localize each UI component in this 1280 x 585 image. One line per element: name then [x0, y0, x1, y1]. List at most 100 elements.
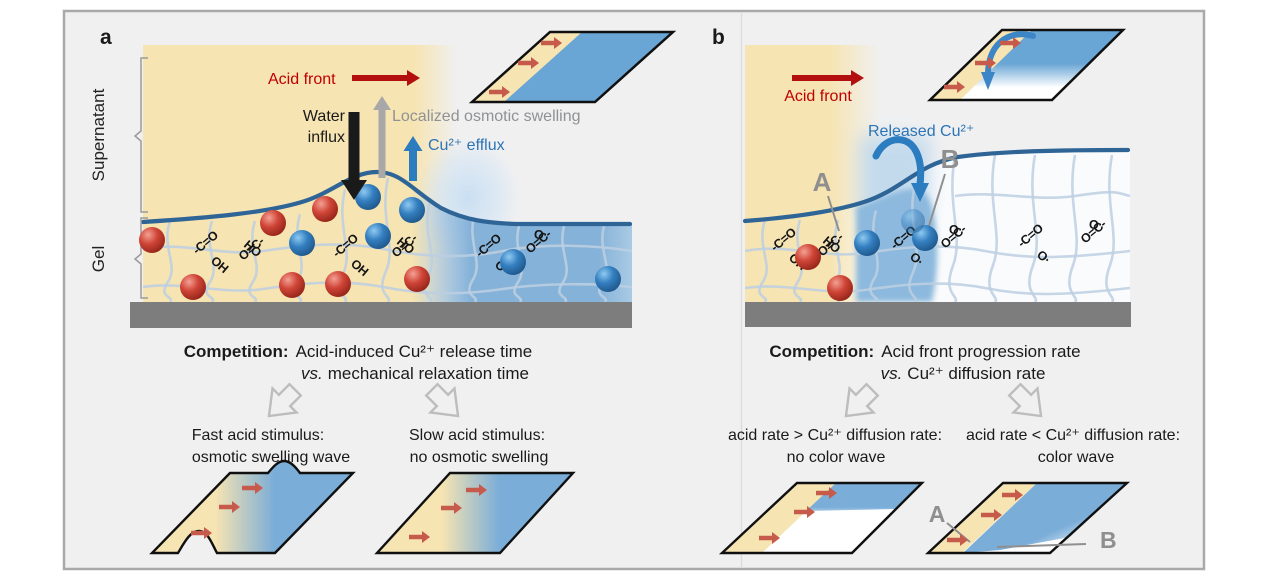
cu-ion-blue-sphere — [289, 230, 315, 256]
cu-ion-blue-sphere — [595, 266, 621, 292]
mesh-line — [468, 211, 478, 302]
outcome-a-left-2: osmotic swelling wave — [192, 449, 350, 466]
water-arrow — [341, 112, 367, 200]
osmotic-arrow — [373, 96, 391, 178]
cu-bound-red-sphere — [279, 272, 305, 298]
cu-ion-blue-sphere — [500, 249, 526, 275]
cu-ion-blue-sphere — [854, 230, 880, 256]
outcome-a-right-2: no osmotic swelling — [410, 449, 549, 466]
outcome-b-right-1: acid rate < Cu²⁺ diffusion rate: — [966, 427, 1180, 444]
mesh-line — [205, 220, 215, 302]
acid-mini-arrow — [219, 501, 240, 513]
chem-fragment: O· — [534, 228, 547, 242]
mesh-line — [248, 220, 258, 302]
cu-ion-blue-sphere — [355, 184, 381, 210]
acid-mini-arrow — [489, 86, 510, 98]
point-b-label: B — [941, 144, 960, 174]
mesh-line — [163, 220, 173, 302]
inset-b-cu-arrow — [985, 31, 1036, 77]
inset-a — [468, 30, 677, 104]
substrate-b — [745, 302, 1131, 327]
substrate-a — [130, 302, 632, 328]
wave-b-label: B — [1100, 527, 1117, 553]
chem-fragment: O· — [1089, 218, 1102, 232]
point-b-leader — [927, 173, 946, 230]
mesh-line — [513, 222, 523, 302]
outcome-b-right-2: color wave — [1038, 449, 1115, 466]
acid-front-label-a: Acid front — [268, 71, 336, 88]
acid_a-arrow — [352, 70, 420, 86]
outcome-b-left-acid-band — [722, 483, 836, 553]
acid-mini-arrow — [541, 37, 562, 49]
competition-a-line1: Competition:Acid-induced Cu²⁺ release ti… — [184, 342, 533, 361]
acid-mini-arrow — [191, 527, 212, 539]
mesh-line — [793, 219, 803, 302]
water-influx-label-2: influx — [308, 129, 345, 146]
cu-bound-red-sphere — [795, 244, 821, 270]
acid-mini-arrow — [1002, 489, 1023, 501]
wave-b-leader — [996, 543, 1087, 548]
acid-mini-arrow — [409, 531, 430, 543]
ion-spheres — [139, 184, 938, 301]
acid-mini-arrow — [518, 57, 539, 69]
acid-mini-arrow — [759, 532, 780, 544]
inset-a-outline — [468, 30, 677, 104]
released-cu-arrowhead — [911, 183, 929, 202]
released-cu-arrow — [872, 136, 925, 188]
inset-b-cu-arrowhead — [981, 72, 995, 90]
mesh-line — [143, 243, 632, 258]
acid_b-arrow — [792, 70, 864, 86]
mesh-line — [381, 177, 391, 302]
acid-mini-arrow — [794, 506, 815, 518]
water-influx-label-1: Water — [303, 108, 346, 125]
cu-bound-red-sphere — [312, 196, 338, 222]
cu-bound-red-sphere — [180, 274, 206, 300]
outcome-b-left-2: no color wave — [787, 449, 886, 466]
competition-b-line1: Competition:Acid front progression rate — [769, 342, 1080, 361]
acid-mini-arrow — [816, 487, 837, 499]
inset-b-gel — [930, 30, 1123, 100]
outcome-b-left-cu-band — [806, 483, 922, 511]
outcome-a-right-1: Slow acid stimulus: — [409, 427, 545, 444]
panel-a-label: a — [100, 26, 112, 49]
outcome-b-right-cu-band — [963, 483, 1127, 553]
cu-bound-red-sphere — [827, 275, 853, 301]
outcome-a-left-1: Fast acid stimulus: — [192, 427, 324, 444]
panel-b-label: b — [712, 26, 725, 49]
inset-b-outline — [926, 28, 1127, 102]
acid-mini-arrow — [441, 502, 462, 514]
released-cu-label: Released Cu²⁺ — [868, 123, 974, 140]
gel-surface-a — [140, 169, 633, 227]
mesh-line — [143, 281, 632, 295]
cu-bound-red-sphere — [139, 227, 165, 253]
outcome-b-left-1: acid rate > Cu²⁺ diffusion rate: — [728, 427, 942, 444]
mesh-line — [954, 190, 1130, 199]
cu-ion-blue-sphere — [399, 197, 425, 223]
mesh-line — [1028, 154, 1038, 302]
gel-bracket — [133, 217, 148, 299]
outcome-b-right-outline — [924, 481, 1131, 555]
outcome-b-left-outline — [718, 481, 925, 555]
point-a-label: A — [813, 167, 832, 197]
acid-mini-arrow — [944, 81, 965, 93]
competition-b-line2: vs.Cu²⁺ diffusion rate — [881, 364, 1046, 383]
cu-ion-blue-sphere — [365, 223, 391, 249]
outcome-a-right-shape — [374, 471, 576, 555]
cu-bound-red-sphere — [260, 210, 286, 236]
cu-bound-red-sphere — [404, 266, 430, 292]
outcome-arrow-b-right — [1007, 382, 1043, 418]
mini-acid-arrows — [191, 37, 1023, 546]
acid-mini-arrow — [975, 57, 996, 69]
cu-ion-ghost-sphere — [901, 209, 925, 233]
competition-a-line2: vs.mechanical relaxation time — [301, 364, 529, 383]
outcome-shape-a-right — [374, 471, 576, 555]
supernatant-label: Supernatant — [89, 88, 108, 181]
cu-efflux-label: Cu²⁺ efflux — [428, 137, 505, 154]
chem-fragment: O· — [949, 223, 962, 237]
efflux-arrow — [403, 136, 423, 181]
inset-a-acid-band — [472, 32, 582, 102]
outcome-arrow-b-left — [844, 382, 880, 418]
mesh-line — [758, 219, 768, 302]
mesh-line — [948, 156, 958, 302]
acid-mini-arrow — [1000, 37, 1021, 49]
